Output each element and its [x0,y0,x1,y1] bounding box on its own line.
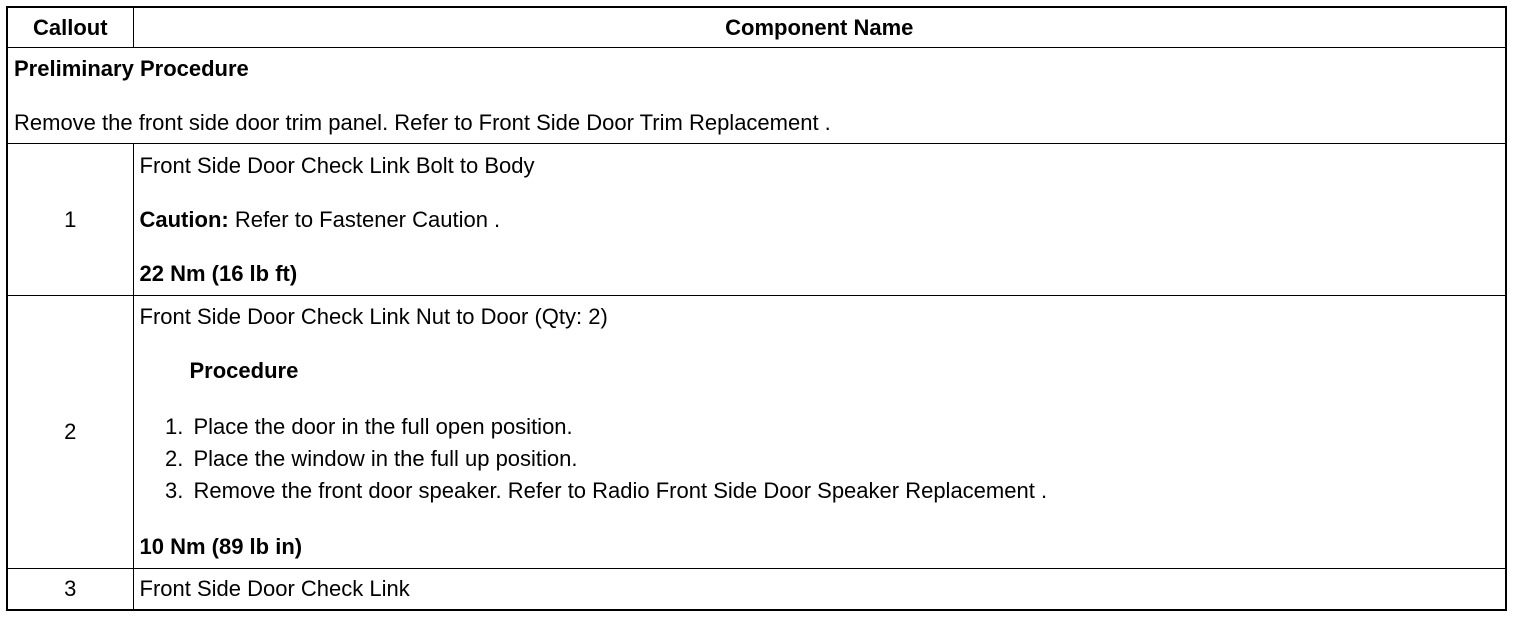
preliminary-text: Remove the front side door trim panel. R… [14,109,831,135]
caution-text: Refer to Fastener Caution . [228,206,501,232]
component-cell: Front Side Door Check Link Nut to Door (… [132,295,1507,569]
component-table: Callout Component Name Preliminary Proce… [6,6,1507,611]
procedure-step: Place the door in the full open position… [190,411,1506,443]
table-row: 1 Front Side Door Check Link Bolt to Bod… [6,143,1507,296]
header-callout: Callout [6,6,134,48]
component-name: Front Side Door Check Link [139,575,410,601]
caution-line: Caution: Refer to Fastener Caution . [140,206,1506,234]
preliminary-title: Preliminary Procedure [14,55,249,81]
callout-number: 3 [6,568,134,610]
callout-number: 2 [6,295,134,569]
table-row: 3 Front Side Door Check Link [6,568,1507,610]
procedure-step: Place the window in the full up position… [190,443,1506,475]
component-cell: Front Side Door Check Link [132,568,1507,610]
component-name: Front Side Door Check Link Bolt to Body [139,152,535,178]
callout-number: 1 [6,143,134,296]
table-row: 2 Front Side Door Check Link Nut to Door… [6,295,1507,569]
caution-label: Caution: [139,206,229,232]
header-component-name: Component Name [132,6,1507,48]
procedure-steps: Place the door in the full open position… [140,411,1506,507]
procedure-step: Remove the front door speaker. Refer to … [190,475,1506,507]
component-name: Front Side Door Check Link Nut to Door (… [139,304,608,329]
torque-spec: 10 Nm (89 lb in) [139,534,303,559]
component-cell: Front Side Door Check Link Bolt to Body … [132,143,1507,296]
torque-spec: 22 Nm (16 lb ft) [139,260,298,286]
table-header-row: Callout Component Name [6,6,1507,48]
preliminary-row: Preliminary Procedure Remove the front s… [6,47,1507,144]
procedure-title: Procedure [189,358,299,383]
preliminary-cell: Preliminary Procedure Remove the front s… [6,47,1507,144]
